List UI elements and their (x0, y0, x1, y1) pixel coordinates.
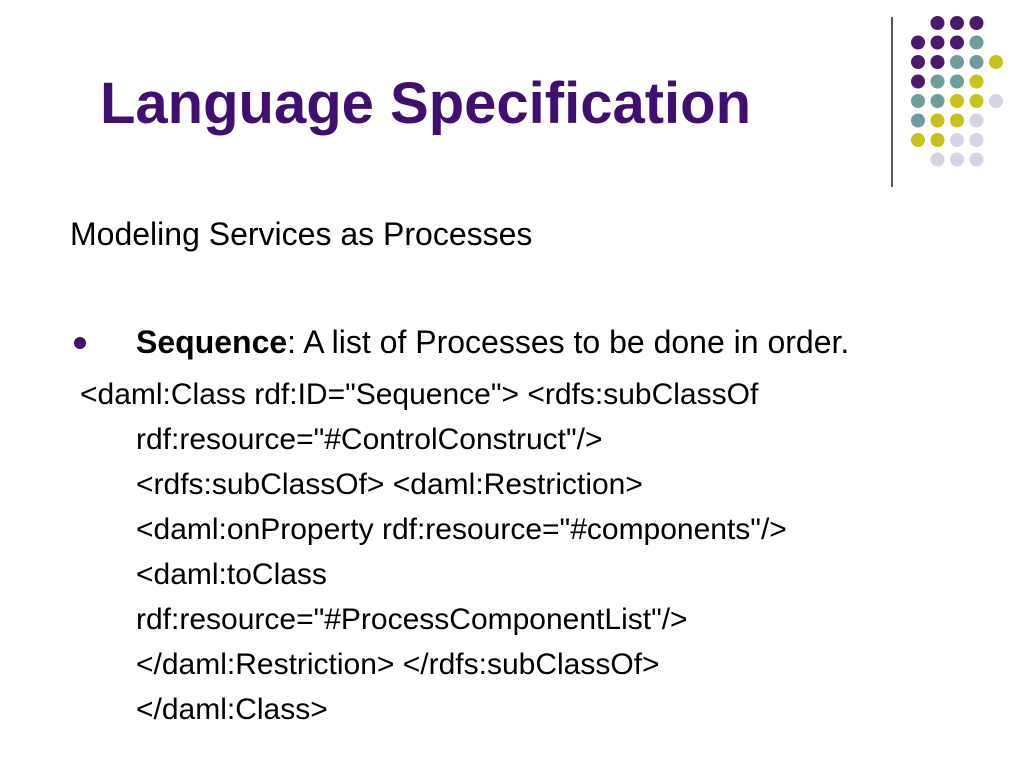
decorative-dot (930, 16, 945, 30)
decorative-dot (911, 55, 925, 69)
decorative-dot (950, 55, 964, 69)
daml-code-block: <daml:Class rdf:ID="Sequence"> <rdfs:sub… (80, 372, 960, 732)
decorative-dot (930, 74, 945, 89)
decorative-dot (989, 55, 1003, 69)
decorative-dot (969, 133, 984, 147)
decorative-dot (969, 35, 984, 50)
decorative-dot (911, 35, 925, 50)
decorative-dot (911, 94, 925, 108)
code-line: </daml:Class> (136, 693, 328, 726)
decorative-dot-grid (911, 16, 1003, 167)
code-line: </daml:Restriction> </rdfs:subClassOf> (136, 648, 660, 681)
code-line: <daml:onProperty rdf:resource="#componen… (136, 513, 787, 546)
code-line: rdf:resource="#ProcessComponentList"/> (136, 603, 688, 636)
decorative-dot (911, 74, 925, 89)
decorative-dot (911, 113, 925, 128)
decorative-dot (950, 74, 964, 89)
decorative-dot (950, 133, 964, 147)
code-line: <daml:Class rdf:ID="Sequence"> <rdfs:sub… (80, 378, 759, 411)
bullet-text: Sequence: A list of Processes to be done… (136, 318, 849, 366)
decorative-dot (930, 113, 945, 128)
code-line: <daml:toClass (136, 558, 327, 591)
bullet-description: : A list of Processes to be done in orde… (287, 324, 850, 360)
decorative-dot (950, 35, 964, 50)
code-line: <rdfs:subClassOf> <daml:Restriction> (136, 468, 643, 501)
slide-subtitle: Modeling Services as Processes (70, 216, 533, 252)
slide-title: Language Specification (100, 71, 751, 136)
decorative-dot (969, 16, 984, 30)
decorative-dot (950, 94, 964, 108)
decorative-dot (969, 113, 984, 128)
decorative-dot (989, 94, 1003, 108)
decorative-dot (969, 152, 984, 167)
decorative-dot (969, 94, 984, 108)
decorative-dot (911, 133, 925, 147)
decorative-dot (930, 133, 945, 147)
decorative-dot (930, 35, 945, 50)
decorative-dot (950, 152, 964, 167)
decorative-dot (950, 113, 964, 128)
bullet-term: Sequence (136, 324, 288, 360)
decorative-dot (930, 55, 945, 69)
code-line: rdf:resource="#ControlConstruct"/> (136, 423, 603, 456)
decorative-dot (950, 16, 964, 30)
decorative-dot (969, 55, 984, 69)
bullet-icon (74, 337, 86, 349)
decorative-dot (930, 94, 945, 108)
title-divider (891, 17, 893, 187)
decorative-dot (930, 152, 945, 167)
decorative-dot (969, 74, 984, 89)
